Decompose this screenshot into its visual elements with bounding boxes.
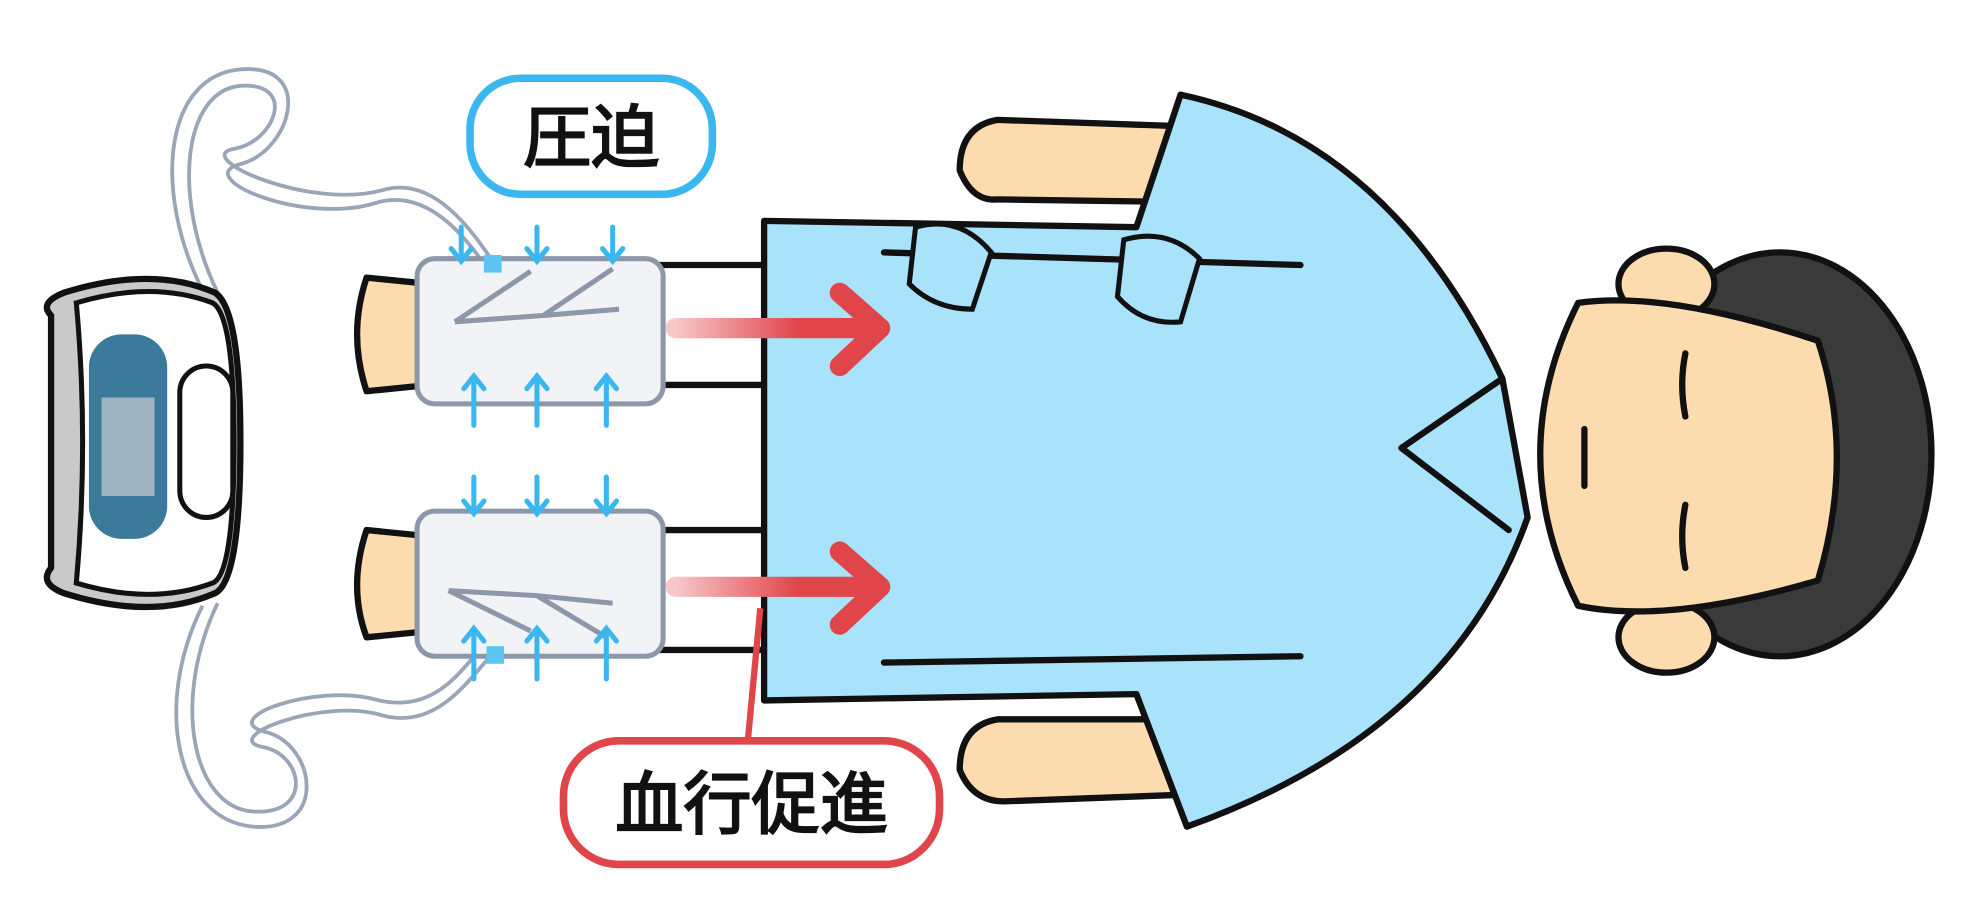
blood-flow-label-text: 血行促進 [615,766,888,845]
blood-flow-arrows [665,282,891,635]
face [1537,297,1840,615]
compression-arrows [448,224,626,682]
leg-cuffs [354,254,666,664]
patient [641,91,1935,830]
blood-flow-connector [744,607,764,743]
gown-ties [906,221,1203,325]
air-tubes [170,67,497,829]
blood-flow-label: 血行促進 [559,737,944,869]
device-slot [177,363,236,520]
compression-pump-device [43,275,244,611]
compression-label-text: 圧迫 [523,100,659,179]
compression-label: 圧迫 [466,74,717,199]
